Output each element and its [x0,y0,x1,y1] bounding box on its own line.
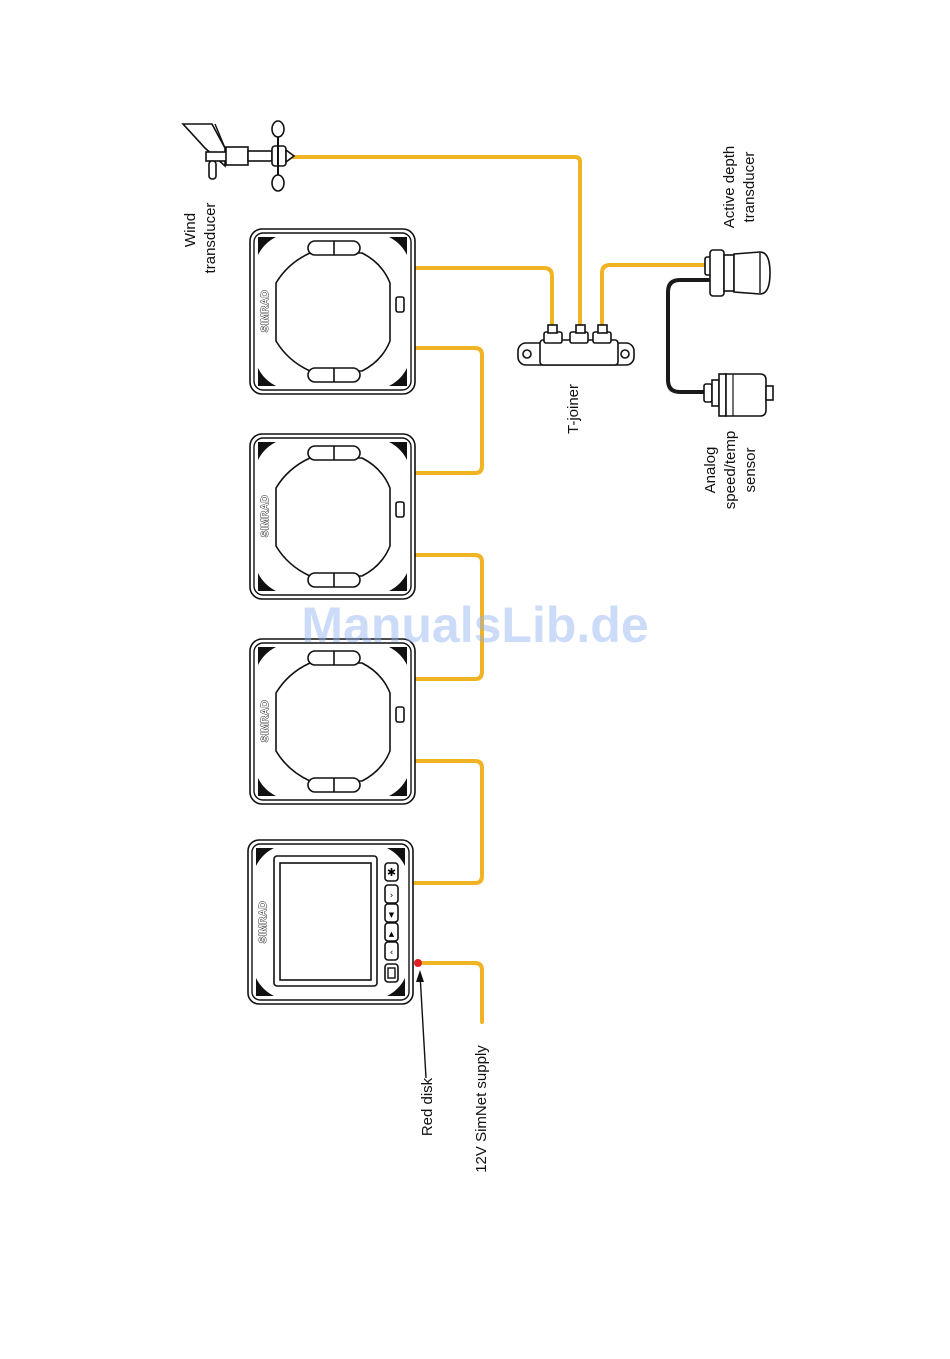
brand-label: SIMRAD [258,901,269,943]
chevron-left-icon: ‹ [390,948,394,958]
instrument-3: SIMRAD [250,639,415,804]
display-instrument: SIMRAD ✱ › ▼ ▲ ‹ [248,840,413,1004]
brand-label: SIMRAD [260,700,271,742]
instrument-2: SIMRAD [250,434,415,599]
analog-label-line1: Analog [702,447,719,494]
arrow-head-icon [416,970,424,982]
t-joiner-icon [518,325,634,365]
chevron-right-icon: › [390,891,394,901]
watermark: ManualsLib.de [301,597,648,653]
depth-transducer-icon [705,250,770,296]
wind-transducer-icon [183,121,294,191]
instrument-1: SIMRAD [250,229,415,394]
cable-instrument3-to-display [415,761,482,883]
red-disk-marker [414,959,422,967]
brand-label: SIMRAD [260,495,271,537]
red-disk-label: Red disk [419,1077,436,1136]
supply-label: 12V SimNet supply [473,1045,490,1173]
analog-label-line3: sensor [742,447,759,492]
cable-analog-sensor [668,280,708,392]
cable-instrument1-to-tjoiner [415,268,552,332]
triangle-up-icon: ▲ [389,930,395,938]
menu-key [385,964,398,982]
cable-depth-to-tjoiner [602,265,705,332]
light-icon: ✱ [387,866,396,879]
triangle-down-icon: ▼ [389,911,395,919]
wind-label-line1: Wind [182,213,199,247]
depth-label-line2: transducer [741,152,758,223]
analog-label-line2: speed/temp [722,431,739,509]
brand-label: SIMRAD [260,290,271,332]
depth-label-line1: Active depth [721,146,738,229]
keypad: ✱ › ▼ ▲ ‹ [385,863,398,982]
wind-label-line2: transducer [202,203,219,274]
cable-instrument1-to-instrument2 [415,348,482,473]
analog-sensor-icon [704,374,773,416]
tjoiner-label: T-joiner [565,384,582,434]
cable-simnet-supply [418,963,482,1022]
red-disk-arrow [420,974,426,1078]
